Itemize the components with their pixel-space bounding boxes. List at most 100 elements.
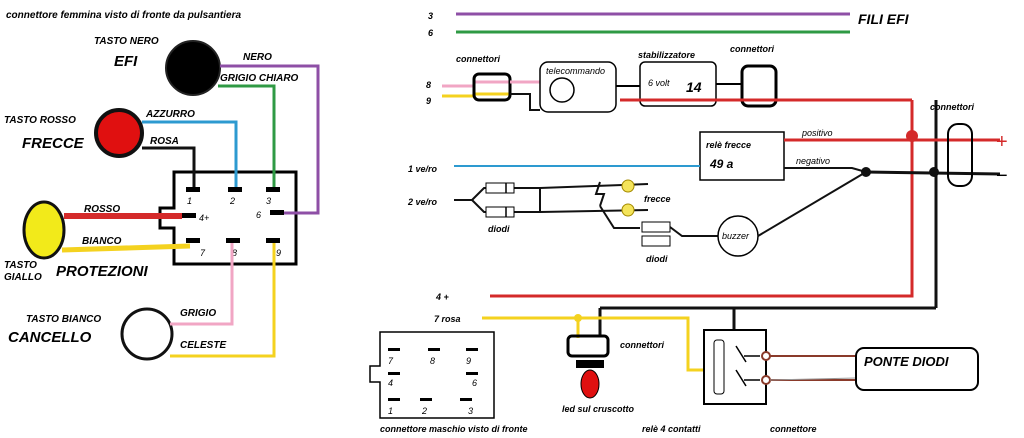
bianco-wire-label: BIANCO [82,236,122,247]
plus-sign-label: + [996,131,1008,153]
rele-terminal-2-icon [761,375,771,385]
wire-7-label: 7 rosa [434,314,461,324]
frecce-label: FRECCE [22,135,85,152]
azzurro-wire-label: AZZURRO [145,109,195,120]
diodo-3-icon [641,221,671,233]
nero-wire-label: NERO [243,52,272,63]
led-icon [580,369,600,399]
wire-6-label: 6 [428,28,434,38]
female-pin-3-label: 3 [266,196,271,206]
wire-to-buzzer [669,226,718,237]
male-pin-1-label: 1 [388,406,393,416]
female-pin-7-slot [186,238,200,243]
tasto-rosso-label: TASTO ROSSO [4,115,76,126]
wire-2-label: 2 ve/ro [407,197,438,207]
rele-4-box [703,329,767,405]
connettori-1-label: connettori [456,54,500,64]
wire-black-to-rele [732,306,936,330]
rele-terminal-1-icon [761,351,771,361]
wire-grigio-pink [170,243,234,326]
connector-1-icon [472,72,512,102]
negativo-label: negativo [796,156,830,166]
connettore-maschio-label: connettore maschio visto di fronte [380,424,528,434]
telecommando-label: telecommando [546,66,605,76]
female-pin-9-label: 9 [276,248,281,258]
junction-yellow-dot [574,314,582,322]
male-pin-2-slot [420,398,432,401]
protezioni-label: PROTEZIONI [56,263,149,280]
rele-contact-2-icon [735,369,747,387]
lamp-2-icon [621,203,635,217]
female-pin-4-label: 4+ [199,213,209,223]
led-label: led sul cruscotto [562,404,635,414]
diodo-4-icon [641,235,671,247]
female-pin-3-slot [266,187,280,192]
female-pin-1-slot [186,187,200,192]
tasto-giallo-label-1: TASTO [4,260,37,271]
tasto-nero-label: TASTO NERO [94,36,159,47]
wire-7-yellow [482,316,704,372]
buzzer-label: buzzer [722,231,750,241]
male-pin-9-slot [466,348,478,351]
male-pin-3-label: 3 [468,406,473,416]
junction-positivo-dot [906,130,918,142]
grigio-wire-label: GRIGIO [180,308,216,319]
wire-buzzer-negative [757,171,867,237]
wire-diodi-bottom [471,199,540,213]
junction-negative-dot [929,167,939,177]
telecommando-button-icon [549,77,575,103]
celeste-wire-label: CELESTE [180,340,226,351]
male-pin-4-slot [388,372,400,375]
fili-efi-label: FILI EFI [858,11,910,27]
wire-bianco-yellow [61,243,191,253]
wire-grigio-chiaro-green [218,84,276,187]
wire-9-label: 9 [426,96,431,106]
tasto-giallo-label-2: GIALLO [4,272,42,283]
male-pin-7-label: 7 [388,356,394,366]
male-pin-6-label: 6 [472,378,477,388]
wire-nero-purple [220,64,320,215]
minus-sign-label: − [996,165,1008,187]
wire-ponte-2-gray [769,377,857,381]
female-pin-6-label: 6 [256,210,261,220]
diodo-1-icon [485,182,515,194]
male-pin-7-slot [388,348,400,351]
ponte-diodi-box [855,347,979,391]
grigio-chiaro-wire-label: GRIGIO CHIARO [220,73,299,84]
positivo-label: positivo [801,128,833,138]
connector-2-icon [740,64,778,108]
cancello-label: CANCELLO [8,329,92,346]
male-pin-8-slot [428,348,440,351]
female-pin-7-label: 7 [200,248,206,258]
white-button-icon [120,307,174,361]
tasto-bianco-label: TASTO BIANCO [26,314,101,325]
female-pin-9-slot [266,238,280,243]
rele-coil-icon [713,339,725,395]
wire-3-label: 3 [428,11,433,21]
male-pin-8-label: 8 [430,356,435,366]
male-connector-housing [369,331,495,419]
red-button-icon [94,108,144,158]
yellow-button-icon [22,200,66,260]
rele-4-label: relè 4 contatti [642,424,701,434]
connettori-2-label: connettori [730,44,774,54]
connector-3-icon [947,123,973,187]
rele-49-label: 49 a [709,157,734,171]
wire-1-label: 1 ve/ro [408,164,438,174]
efi-label: EFI [114,53,138,70]
wire-8-label: 8 [426,80,431,90]
connettori-4-label: connettori [620,340,664,350]
frecce-label-right: frecce [644,194,671,204]
wire-9-black-down [510,93,540,111]
diodi-1-label: diodi [488,224,510,234]
wire-celeste-yellow [170,243,276,358]
rele-contact-1-icon [735,345,747,363]
rele-frecce-box [699,131,785,181]
switch-frecce-icon [594,181,606,207]
female-pin-4-slot [182,213,196,218]
female-pin-8-slot [226,238,240,243]
wire-to-diodi-2 [599,205,640,229]
rosa-wire-label: ROSA [150,136,179,147]
female-pin-2-slot [228,187,242,192]
